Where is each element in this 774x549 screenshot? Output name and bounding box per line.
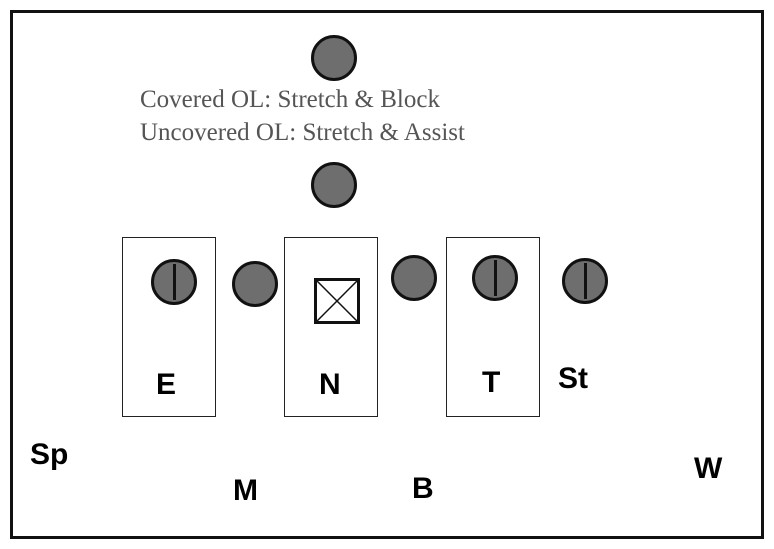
defender-label-b: B xyxy=(412,472,434,505)
x-mark-icon xyxy=(317,281,357,321)
offensive-lineman-uncovered-left-guard xyxy=(232,261,278,307)
technique-box-nose xyxy=(284,237,378,417)
defender-label-e: E xyxy=(156,368,177,401)
offensive-lineman-uncovered-right-guard xyxy=(391,255,437,301)
offensive-lineman-covered-right-tackle xyxy=(472,255,518,301)
center-box-x-mark xyxy=(314,278,360,324)
defender-label-st: St xyxy=(558,362,588,395)
note-covered-ol: Covered OL: Stretch & Block xyxy=(140,86,440,113)
technique-box-tackle xyxy=(446,237,540,417)
defender-label-w: W xyxy=(694,452,723,485)
defender-label-m: M xyxy=(233,474,258,507)
defender-label-t: T xyxy=(482,366,501,399)
offensive-lineman-covered-left-tackle xyxy=(151,259,197,305)
offense-player-quarterback xyxy=(311,162,357,208)
offensive-tight-end xyxy=(562,258,608,304)
offense-player-deep-back xyxy=(311,35,357,81)
defender-label-n: N xyxy=(319,368,341,401)
defender-label-sp: Sp xyxy=(30,438,69,471)
note-uncovered-ol: Uncovered OL: Stretch & Assist xyxy=(140,119,465,146)
